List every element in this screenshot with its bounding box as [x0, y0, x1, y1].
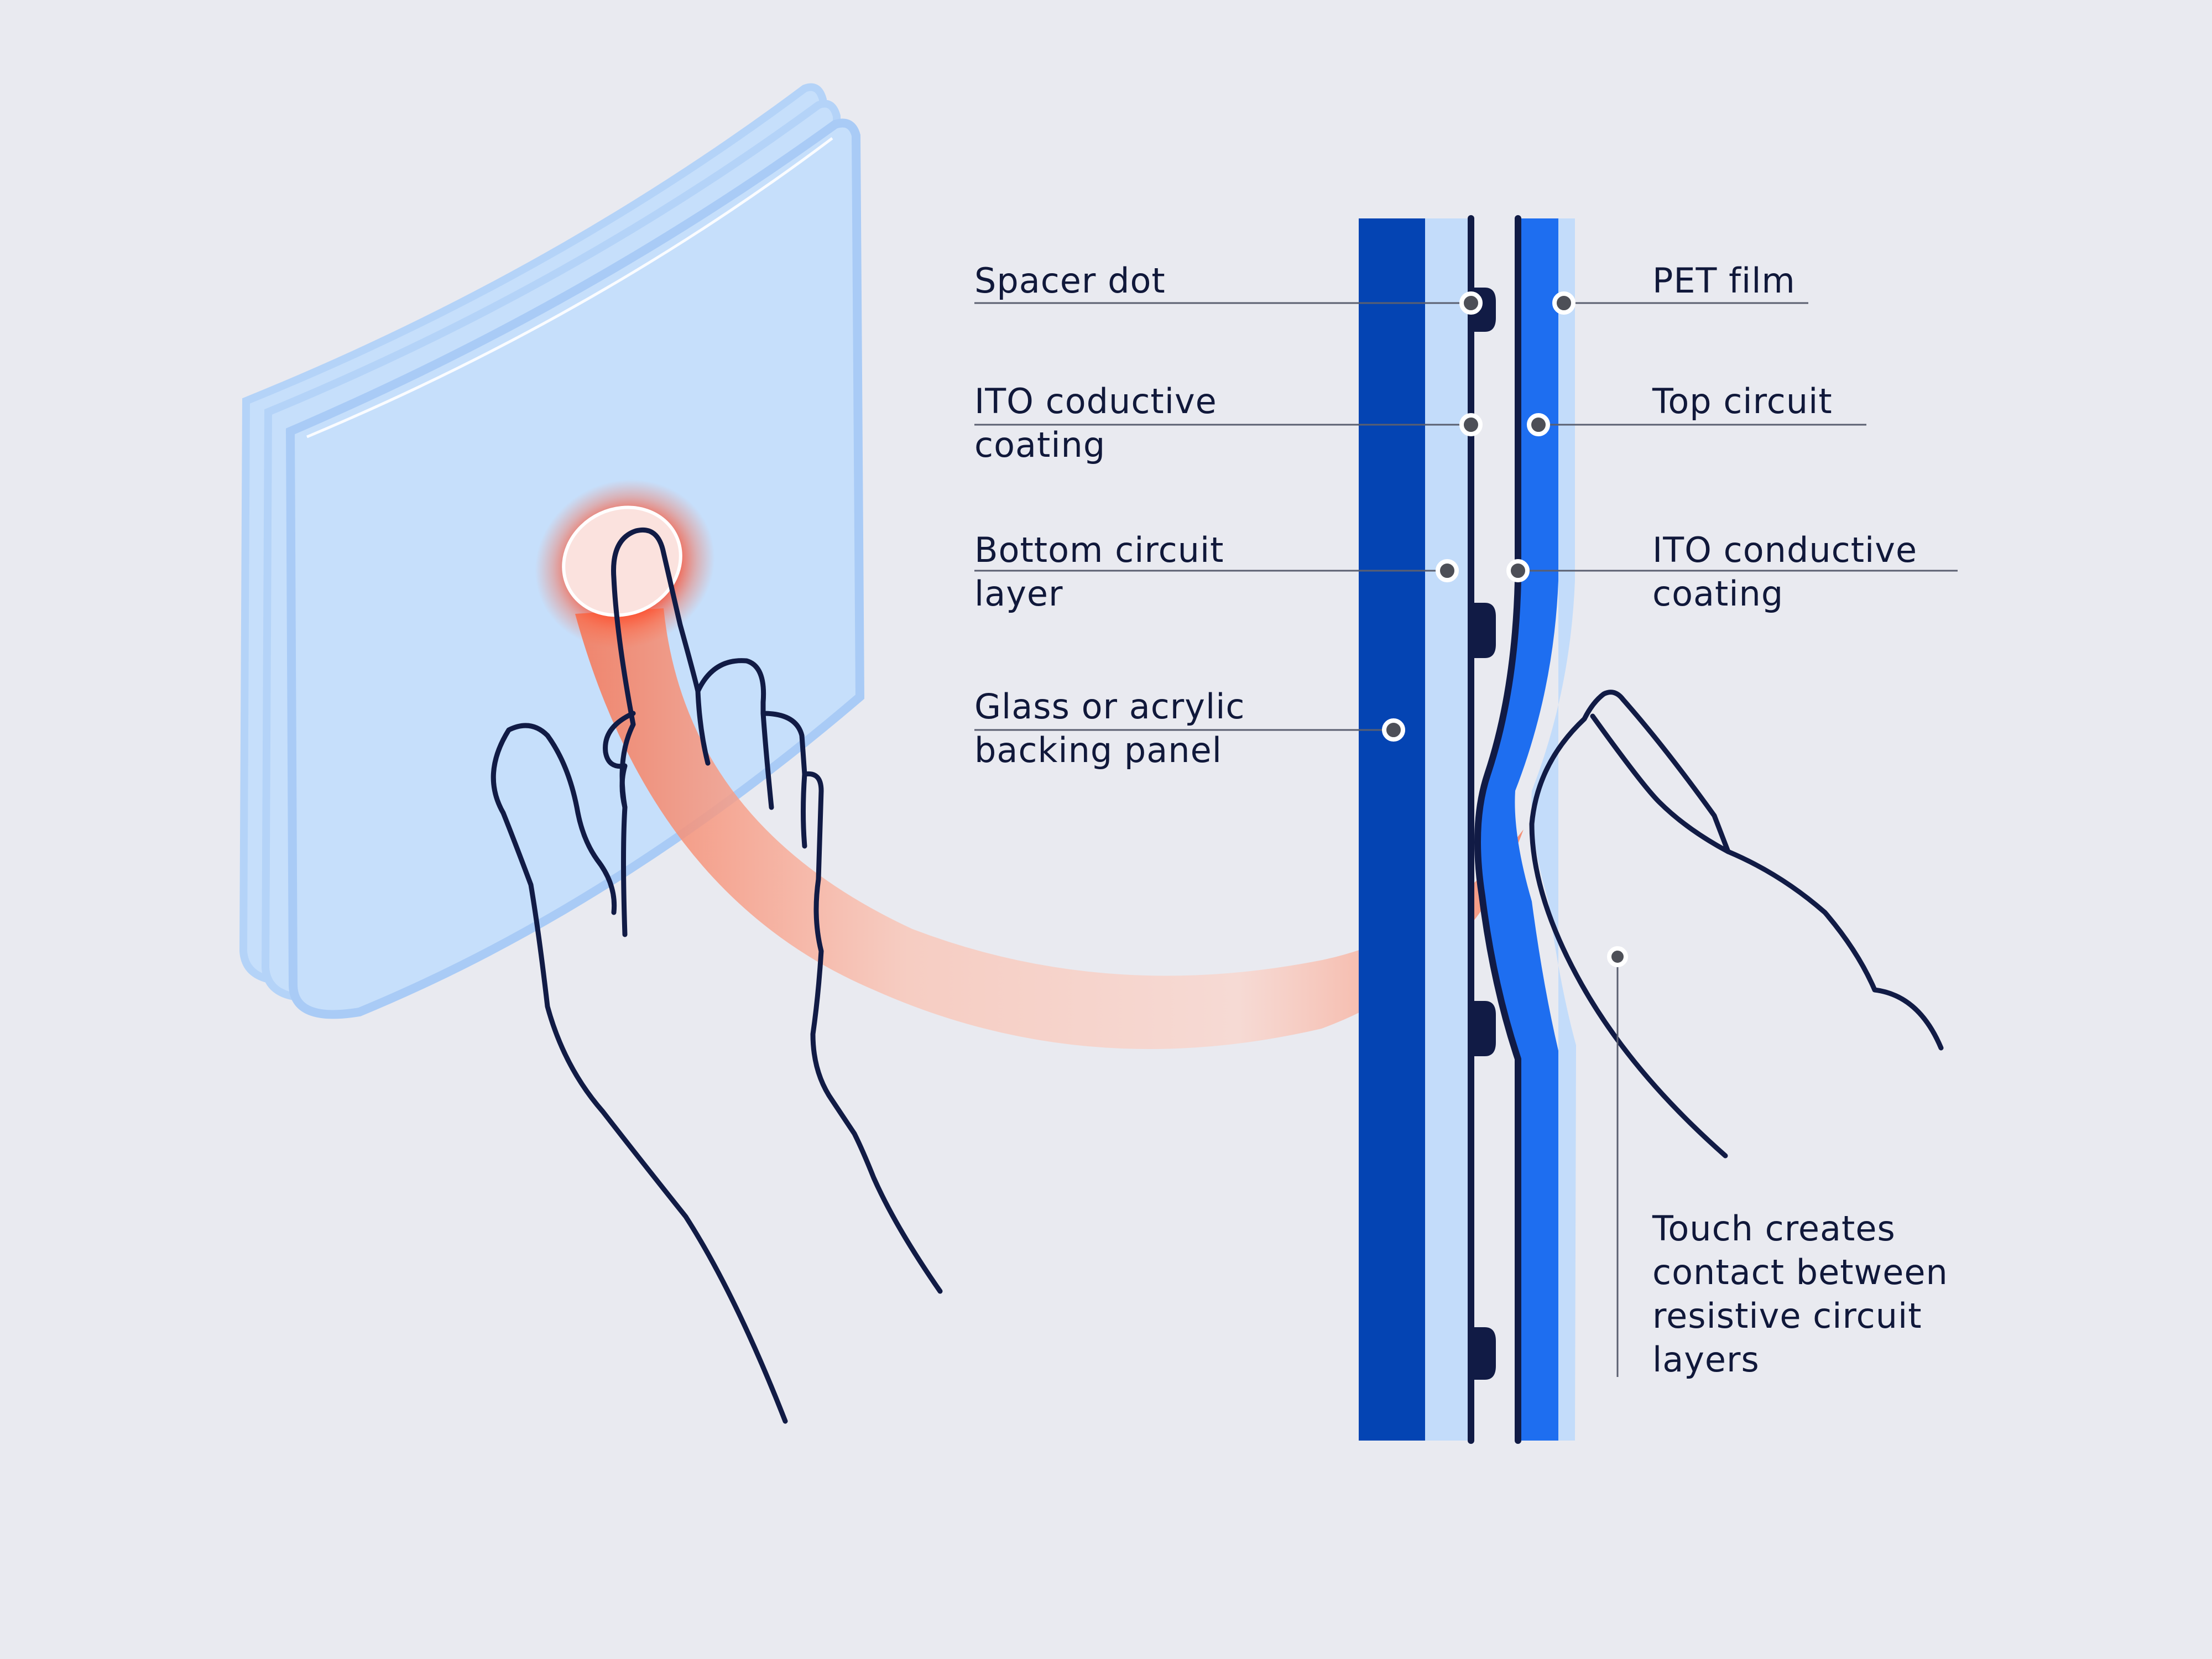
label-line: layers	[1652, 1339, 1760, 1380]
bottom-circuit-layer	[1425, 218, 1469, 1441]
label-line: resistive circuit	[1652, 1296, 1922, 1336]
pin-touch-contact	[1607, 946, 1628, 967]
label-glass-panel: Glass or acrylic backing panel	[974, 685, 1245, 772]
label-spacer-dot: Spacer dot	[974, 259, 1166, 302]
spacer-dot-icon	[1471, 288, 1496, 1380]
pin-bottom-circuit	[1436, 559, 1459, 582]
label-pet-film: PET film	[1652, 259, 1796, 302]
label-line: Spacer dot	[974, 260, 1166, 301]
label-line: Top circuit	[1652, 381, 1833, 421]
layer-cross-section	[1359, 215, 1576, 1444]
label-ito-coating-right: ITO conductive coating	[1652, 528, 1917, 615]
label-bottom-circuit: Bottom circuit layer	[974, 528, 1224, 615]
leader-lines	[974, 302, 1958, 1377]
label-line: Glass or acrylic	[974, 686, 1245, 727]
label-line: Touch creates	[1652, 1208, 1896, 1249]
leader-pins	[1382, 291, 1628, 967]
label-line: Bottom circuit	[974, 530, 1224, 570]
pin-pet-film	[1552, 291, 1575, 315]
pin-top-circuit	[1527, 413, 1550, 436]
top-ito-coating	[1474, 215, 1521, 1444]
label-line: backing panel	[974, 730, 1222, 770]
touch-point-glow	[535, 479, 715, 649]
label-line: PET film	[1652, 260, 1796, 301]
label-top-circuit: Top circuit	[1652, 379, 1833, 423]
pointing-hand-icon	[491, 527, 943, 1424]
pin-spacer-dot	[1459, 291, 1483, 315]
label-line: contact between	[1652, 1252, 1948, 1292]
label-line: ITO coductive	[974, 381, 1217, 421]
label-ito-coating-left: ITO coductive coating	[974, 379, 1217, 467]
pin-ito-left	[1459, 413, 1483, 436]
label-line: coating	[974, 425, 1106, 465]
glass-backing-panel	[1359, 218, 1425, 1441]
pin-ito-right	[1506, 559, 1530, 582]
top-circuit-layer	[1478, 218, 1558, 1441]
pressing-finger-icon	[1529, 690, 1944, 1159]
touch-connection-beam	[575, 608, 1524, 1050]
label-line: ITO conductive	[1652, 530, 1918, 570]
label-line: coating	[1652, 573, 1784, 614]
label-line: layer	[974, 573, 1063, 614]
panel-highlight	[306, 137, 833, 439]
pet-film-layer	[1531, 218, 1576, 1441]
pin-glass-panel	[1382, 718, 1405, 742]
label-touch-note: Touch creates contact between resistive …	[1652, 1207, 1948, 1381]
